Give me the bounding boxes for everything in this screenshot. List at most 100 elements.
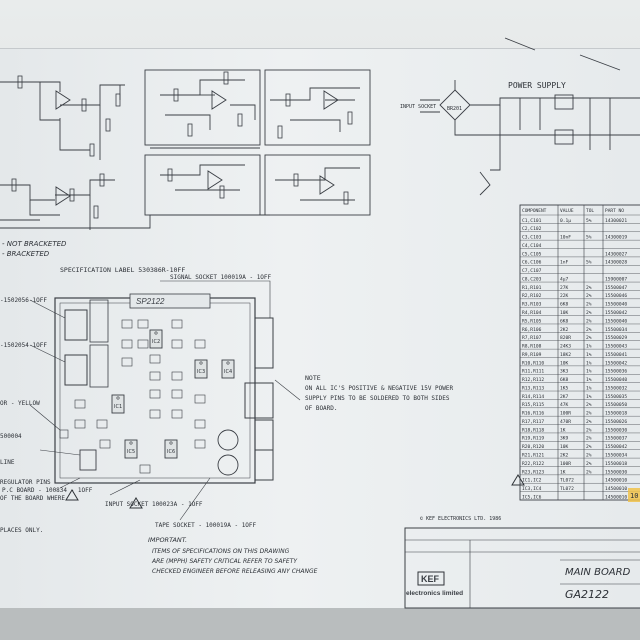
parts-cell-v: 24K3 (560, 344, 571, 350)
left-note-3: OR - YELLOW (0, 400, 40, 407)
parts-cell-c: R8,R108 (522, 344, 542, 350)
parts-cell-v: 2K2 (560, 327, 569, 333)
left-note-8: PLACES ONLY. (0, 527, 43, 534)
parts-cell-t: 1% (586, 377, 592, 383)
parts-cell-v: 47K (560, 402, 569, 408)
parts-cell-t: 1% (586, 352, 592, 358)
pcb-board (54, 293, 274, 484)
ic-label-3: IC3 (197, 369, 205, 375)
parts-cell-p: 14500010 (605, 478, 627, 484)
bridge-label: BR201 (447, 106, 462, 112)
parts-cell-t: 2% (586, 335, 592, 341)
parts-cell-v: 22K (560, 293, 569, 299)
parts-cell-c: C4,C104 (522, 243, 542, 249)
parts-cell-c: R15,R115 (522, 402, 544, 408)
ic-label-6: IC6 (167, 449, 175, 455)
parts-cell-p: 14300027 (605, 251, 627, 257)
parts-cell-v: 100R (560, 411, 571, 417)
top-schematic-block-1 (0, 81, 270, 230)
top-schematic-block-3 (264, 69, 371, 216)
parts-cell-t: 1% (586, 385, 592, 391)
parts-cell-p: 15500036 (605, 369, 627, 375)
parts-header-value: VALUE (560, 208, 574, 214)
left-note-7: OF THE BOARD WHERE (0, 495, 65, 502)
parts-cell-v: 27K (560, 285, 569, 291)
parts-cell-c: C2,C102 (522, 226, 542, 232)
parts-cell-c: C6,C106 (522, 260, 542, 266)
parts-cell-p: 15500046 (605, 293, 627, 299)
parts-cell-p: 15500042 (605, 360, 627, 366)
parts-cell-c: IC1,IC2 (522, 478, 542, 484)
parts-cell-p: 15500042 (605, 310, 627, 316)
parts-cell-p: 15500026 (605, 419, 627, 425)
parts-cell-v: 10nF (560, 235, 571, 241)
parts-cell-c: R1,R101 (522, 285, 542, 291)
parts-cell-v: 2K7 (560, 394, 569, 400)
parts-cell-c: R6,R106 (522, 327, 542, 333)
ic-label-2: IC2 (152, 339, 160, 345)
parts-cell-v: 10K (560, 310, 569, 316)
parts-cell-p: 15900007 (605, 276, 627, 282)
parts-cell-c: C5,C105 (522, 251, 542, 257)
parts-cell-c: R13,R113 (522, 385, 544, 391)
parts-cell-c: R7,R107 (522, 335, 542, 341)
parts-cell-p: 15500034 (605, 327, 627, 333)
parts-cell-t: 2% (586, 452, 592, 458)
parts-cell-v: 1K (560, 427, 566, 433)
parts-cell-c: R21,R121 (522, 452, 544, 458)
parts-cell-c: C3,C103 (522, 235, 542, 241)
board-label: SP2122 (136, 297, 165, 306)
parts-cell-t: 1% (586, 369, 592, 375)
note-line-1: ON ALL IC'S POSITIVE & NEGATIVE 15V POWE… (305, 385, 453, 392)
drawing-sheet (0, 48, 640, 609)
parts-cell-c: R20,R120 (522, 444, 544, 450)
parts-cell-v: 0.1µ (560, 218, 571, 224)
parts-cell-c: R9,R109 (522, 352, 542, 358)
parts-cell-v: 18K2 (560, 352, 571, 358)
parts-cell-t: 2% (586, 293, 592, 299)
parts-cell-t: 5% (586, 260, 592, 266)
parts-cell-c: R23,R123 (522, 469, 544, 475)
key-not-bracketed: - NOT BRACKETED (2, 240, 67, 248)
top-schematic-components-2 (167, 71, 243, 199)
parts-cell-v: 6K8 (560, 318, 569, 324)
parts-cell-t: 1% (586, 360, 592, 366)
parts-cell-p: 15500043 (605, 344, 627, 350)
parts-cell-p: 15500032 (605, 385, 627, 391)
parts-cell-p: 15500040 (605, 302, 627, 308)
tape-socket-note: TAPE SOCKET - 100019A - 1OFF (155, 522, 257, 529)
power-supply-schematic (420, 37, 640, 196)
parts-cell-t: 5% (586, 218, 592, 224)
parts-cell-c: R17,R117 (522, 419, 544, 425)
parts-header-tol: TOL (586, 208, 594, 214)
parts-cell-c: R10,R110 (522, 360, 544, 366)
parts-cell-c: R12,R112 (522, 377, 544, 383)
spec-label: SPECIFICATION LABEL 530386R-10FF (60, 266, 185, 274)
parts-cell-c: R19,R119 (522, 436, 544, 442)
parts-cell-t: 2% (586, 402, 592, 408)
parts-cell-p: 14500010 (605, 494, 627, 500)
parts-cell-p: 15500030 (605, 469, 627, 475)
parts-cell-c: R3,R103 (522, 302, 542, 308)
important-line-1: ITEMS OF SPECIFICATIONS ON THIS DRAWING (152, 548, 290, 555)
input-socket-note: INPUT SOCKET 100023A - 1OFF (105, 501, 203, 508)
input-socket-label: INPUT SOCKET (400, 104, 436, 110)
parts-cell-c: R22,R122 (522, 461, 544, 467)
parts-cell-v: 1K (560, 469, 566, 475)
parts-cell-t: 2% (586, 318, 592, 324)
parts-cell-v: 470R (560, 419, 571, 425)
note-line-3: OF BOARD. (305, 405, 338, 412)
ic-label-4: IC4 (224, 369, 232, 375)
signal-socket-label: SIGNAL SOCKET 100019A - 1OFF (170, 274, 272, 281)
left-note-5: LINE (0, 459, 15, 466)
pc-board-note: P.C BOARD - 100834 - 1OFF (2, 487, 93, 494)
left-note-1: -1502056-1OFF (0, 297, 47, 304)
copyright-text: © KEF ELECTRONICS LTD. 1986 (420, 516, 501, 522)
key-bracketed: - BRACKETED (2, 250, 50, 258)
parts-cell-p: 14300028 (605, 260, 627, 266)
parts-cell-p: 15500030 (605, 427, 627, 433)
parts-cell-t: 2% (586, 285, 592, 291)
